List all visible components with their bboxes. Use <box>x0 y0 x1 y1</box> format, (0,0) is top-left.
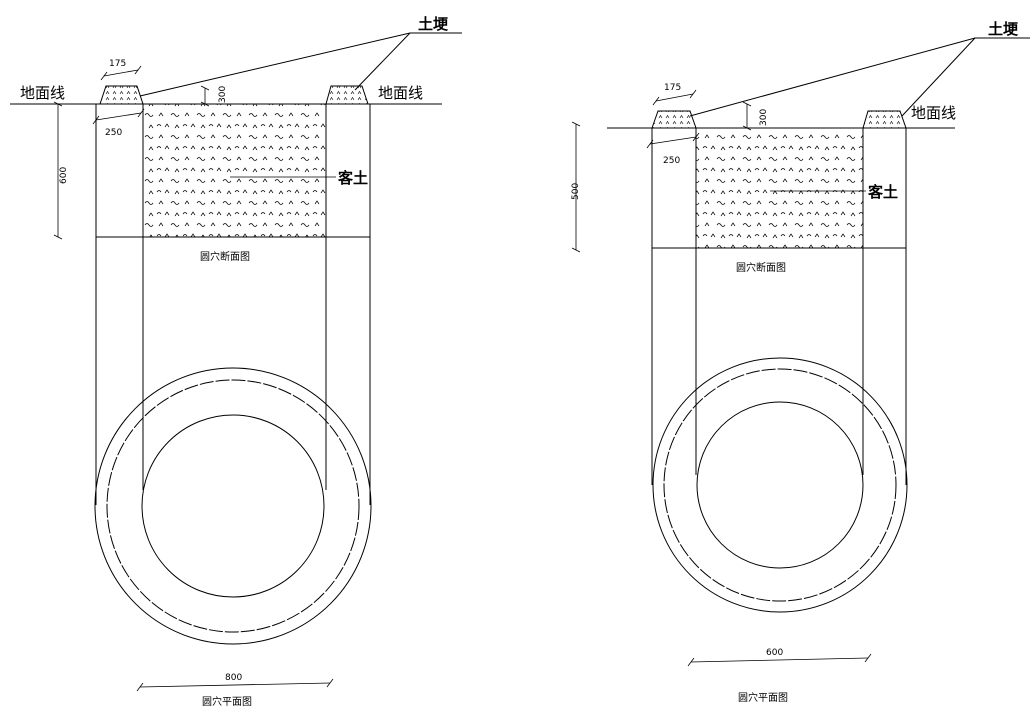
ground-line-label-left: 地面线 <box>20 84 65 102</box>
ground-line-label-right: 地面线 <box>378 84 423 102</box>
mound-leader-left <box>689 37 1030 117</box>
soil-label: 客土 <box>337 169 368 187</box>
dim-mound-top: 175 <box>664 83 681 93</box>
mound-label: 土埂 <box>418 15 449 33</box>
dim-mound-height: 300 <box>759 109 769 126</box>
dim-mound-height: 300 <box>218 86 228 103</box>
dim-mound-base: 250 <box>105 128 122 138</box>
dim-pit-diameter: 600 <box>766 648 783 658</box>
plan-outer-circle <box>94 367 372 645</box>
left-mound <box>651 110 697 129</box>
plan-outer-circle <box>652 357 908 613</box>
right-pit-drawing: 土埂 地面线 客土 175 250 300 500 600 圆穴断面图 圆穴平面… <box>571 20 1030 704</box>
ground-line-label-right: 地面线 <box>911 104 956 122</box>
backfill-soil-area <box>142 103 327 238</box>
plan-inner-circle <box>696 401 864 569</box>
section-caption: 圆穴断面图 <box>200 250 250 263</box>
right-mound <box>325 85 369 105</box>
dim-mound-top: 175 <box>109 59 126 69</box>
plan-caption: 圆穴平面图 <box>202 695 252 708</box>
left-pit-drawing: 土埂 地面线 地面线 客土 175 250 300 600 800 圆穴断面图 … <box>10 15 462 708</box>
mound-label: 土埂 <box>988 20 1019 38</box>
dim-mound-base: 250 <box>663 156 680 166</box>
right-mound <box>862 110 907 129</box>
soil-label: 客土 <box>867 183 898 201</box>
section-caption: 圆穴断面图 <box>736 261 786 274</box>
backfill-soil-area <box>695 127 864 249</box>
dim-pit-depth: 500 <box>571 183 581 200</box>
dim-pit-diameter: 800 <box>225 673 242 683</box>
dim-pit-depth: 600 <box>59 167 69 184</box>
plan-inner-circle <box>141 414 325 598</box>
left-mound <box>99 85 144 105</box>
plan-caption: 圆穴平面图 <box>738 691 788 704</box>
